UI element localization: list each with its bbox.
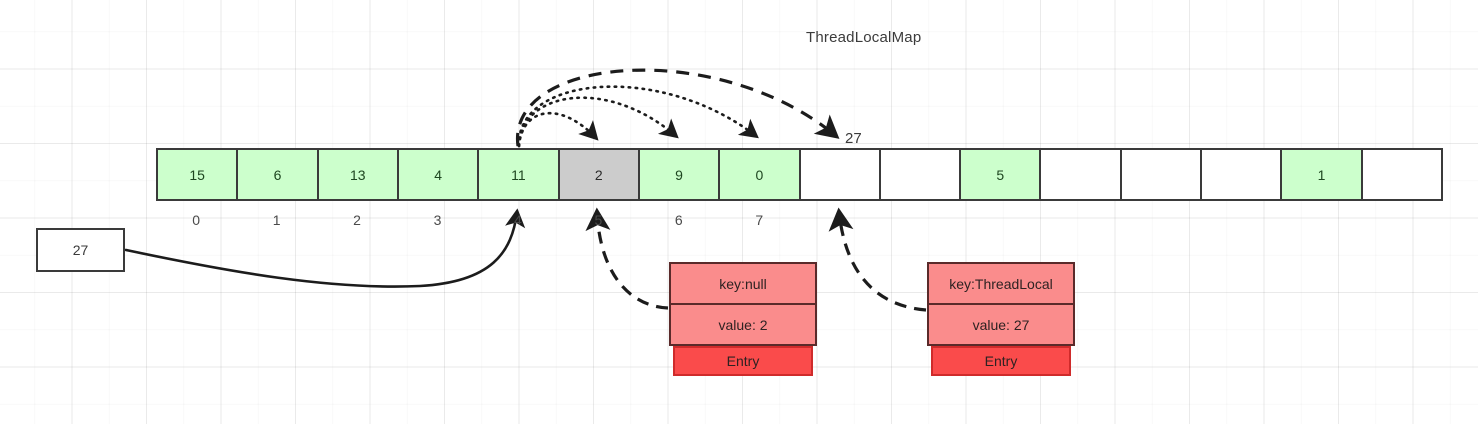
entry-threadlocal-key: key:ThreadLocal — [927, 262, 1075, 304]
probe-arc-slot6 — [517, 96, 679, 148]
entry-null-block: key:null value: 2 Entry — [669, 262, 817, 376]
diagram-title: ThreadLocalMap — [806, 29, 922, 46]
entry-threadlocal-block: key:ThreadLocal value: 27 Entry — [927, 262, 1075, 376]
entry-null-key: key:null — [669, 262, 817, 304]
table-slot-15 — [1362, 150, 1441, 199]
table-slot-3: 4 — [398, 150, 480, 199]
source-value-box: 27 — [36, 228, 125, 272]
table-slot-1: 6 — [238, 150, 319, 199]
index-label-4: 4 — [514, 212, 522, 228]
table-slot-12 — [1121, 150, 1203, 199]
table-slot-0: 15 — [158, 150, 239, 199]
index-label-1: 1 — [272, 212, 281, 228]
table-slot-4: 11 — [479, 150, 560, 199]
index-label-2: 2 — [353, 212, 361, 228]
index-label-0: 0 — [192, 212, 201, 228]
index-label-3: 3 — [433, 212, 442, 228]
probe-arc-slot5 — [517, 112, 599, 148]
entry-null-value: value: 2 — [669, 304, 817, 346]
table-slot-10: 5 — [961, 150, 1042, 199]
table-slot-13 — [1202, 150, 1283, 199]
table-slot-11 — [1041, 150, 1122, 199]
probe-arc-slot8 — [516, 68, 840, 147]
index-label-6: 6 — [674, 212, 683, 228]
probe-arc-slot7 — [517, 85, 759, 148]
table-slot-6: 9 — [639, 150, 721, 199]
entry-threadlocal-value: value: 27 — [927, 304, 1075, 346]
entry-threadlocal-to-slot8-connector — [828, 207, 927, 312]
table-slot-7: 0 — [720, 150, 801, 199]
entry-null-tag: Entry — [673, 346, 813, 376]
table-slot-5: 2 — [559, 150, 640, 199]
table-slot-9 — [880, 150, 962, 199]
table-slot-2: 13 — [318, 150, 399, 199]
table-slot-14: 1 — [1282, 150, 1363, 199]
table-slot-8 — [800, 150, 881, 199]
index-label-7: 7 — [755, 212, 764, 228]
entry-threadlocal-tag: Entry — [931, 346, 1071, 376]
hash-value-label: 27 — [845, 130, 862, 147]
index-label-5: 5 — [594, 212, 603, 228]
